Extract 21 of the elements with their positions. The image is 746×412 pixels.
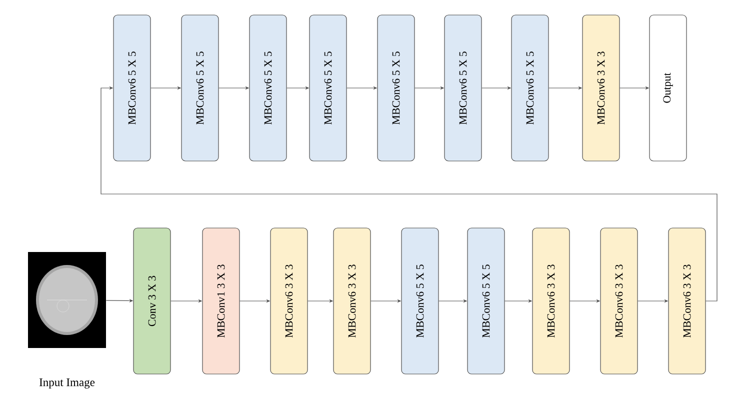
arrow <box>100 86 718 302</box>
block-box: MBConv6 3 X 3 <box>582 14 620 162</box>
brain-scan-drawing <box>28 252 106 348</box>
block-box: MBConv6 5 X 5 <box>467 228 505 374</box>
block-box: MBConv6 5 X 5 <box>309 14 347 162</box>
block-box: MBConv6 5 X 5 <box>444 14 482 162</box>
block-box: MBConv1 3 X 3 <box>202 228 240 374</box>
block-box: Conv 3 X 3 <box>133 228 171 374</box>
block-box: MBConv6 5 X 5 <box>401 228 439 374</box>
block-box: MBConv6 3 X 3 <box>532 228 570 374</box>
block-box: MBConv6 3 X 3 <box>333 228 371 374</box>
block-box: MBConv6 3 X 3 <box>270 228 308 374</box>
block-box: MBConv6 5 X 5 <box>181 14 219 162</box>
block-box: MBConv6 5 X 5 <box>113 14 151 162</box>
block-box: Output <box>649 14 687 162</box>
block-box: MBConv6 3 X 3 <box>668 228 706 374</box>
block-box: MBConv6 3 X 3 <box>600 228 638 374</box>
block-box: MBConv6 5 X 5 <box>249 14 287 162</box>
caption-text: Input Image <box>39 378 95 389</box>
block-box: MBConv6 5 X 5 <box>377 14 415 162</box>
block-box: MBConv6 5 X 5 <box>511 14 549 162</box>
